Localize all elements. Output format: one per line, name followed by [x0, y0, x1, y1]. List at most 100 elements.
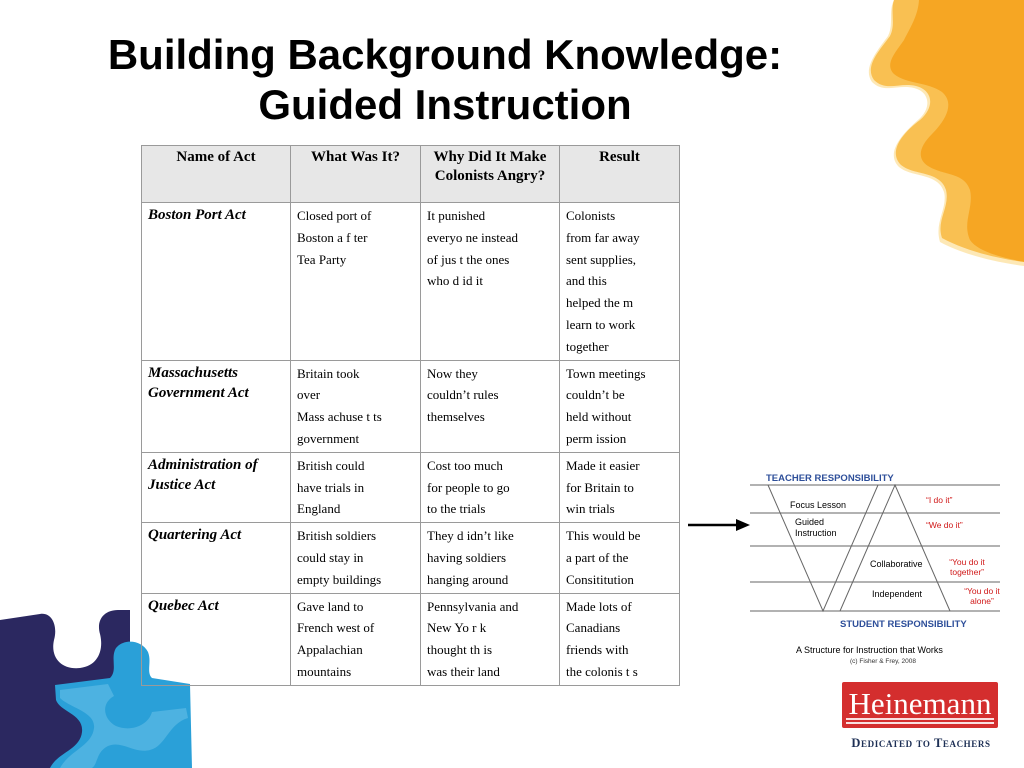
cell-line: helped the m [566, 295, 634, 311]
act-name: Administration of Justice Act [141, 451, 291, 524]
result-cell: Made lots of Canadians friends with the … [559, 592, 680, 686]
cell-line: could stay in [297, 549, 364, 565]
why-cell: They d idn’t like having soldiers hangin… [420, 522, 560, 594]
cell-line: French west of [297, 620, 375, 636]
logo-name: Heinemann [848, 686, 992, 721]
cell-line: to the trials [427, 501, 486, 517]
step-independent: Independent [872, 589, 923, 599]
logo-wordmark: Heinemann [842, 682, 998, 728]
arrow-right-icon [688, 519, 750, 531]
header-why-angry: Why Did It Make Colonists Angry? [420, 145, 560, 203]
cell-line: of jus t the ones [427, 251, 510, 267]
gradual-release-lines [750, 483, 1000, 613]
step-collaborative: Collaborative [870, 559, 923, 569]
what-cell: Closed port of Boston a f ter Tea Party [290, 202, 421, 361]
cell-line: Closed port of [297, 208, 372, 223]
what-cell: British soldiers could stay in empty bui… [290, 522, 421, 594]
act-name: Quartering Act [141, 522, 291, 594]
cell-line: win trials [566, 501, 615, 517]
cell-line: the colonis t s [566, 663, 638, 679]
cell-line: England [297, 501, 341, 517]
cell-line: Boston a f ter [297, 229, 368, 245]
student-responsibility-label: STUDENT RESPONSIBILITY [840, 619, 967, 630]
why-cell: Cost too much for people to go to the tr… [420, 451, 560, 524]
cell-line: Canadians [566, 620, 621, 636]
logo-stripe [846, 718, 994, 720]
what-cell: British could have trials in England [290, 451, 421, 524]
logo-stripe [846, 722, 994, 724]
cell-line: Appalachian [297, 642, 363, 658]
cell-line: a part of the [566, 549, 629, 565]
acts-table: Name of Act What Was It? Why Did It Make… [141, 145, 680, 686]
cell-line: having soldiers [427, 549, 507, 565]
table-header-row: Name of Act What Was It? Why Did It Make… [141, 145, 680, 203]
cell-line: Mass achuse t ts [297, 409, 382, 425]
title-line-1: Building Background Knowledge: [107, 31, 783, 78]
why-cell: Pennsylvania and New Yo r k thought th i… [420, 592, 560, 686]
diagram-caption: A Structure for Instruction that Works [796, 645, 943, 655]
cell-line: held without [566, 409, 632, 425]
why-cell: Now they couldn’t rules themselves [420, 359, 560, 453]
cell-line: Pennsylvania and [427, 598, 519, 614]
act-name: Massachusetts Government Act [141, 359, 291, 453]
blue-puzzle-piece-icon [0, 610, 192, 768]
cell-line: British soldiers [297, 528, 377, 544]
diagram-credit: (c) Fisher & Frey, 2008 [850, 658, 916, 665]
why-cell: It punished everyo ne instead of jus t t… [420, 202, 560, 361]
step-focus-lesson: Focus Lesson [790, 500, 847, 510]
what-cell: Britain took over Mass achuse t ts gover… [290, 359, 421, 453]
cell-line: They d idn’t like [427, 528, 514, 544]
slide-title: Building Background Knowledge: Guided In… [40, 30, 850, 130]
cell-line: everyo ne instead [427, 229, 518, 245]
cell-line: empty buildings [297, 571, 382, 587]
cell-line: Gave land to [297, 598, 364, 614]
cell-line: over [297, 387, 321, 403]
cell-line: couldn’t be [566, 387, 625, 403]
cell-line: who d id it [427, 273, 483, 289]
cell-line: Made lots of [566, 598, 632, 614]
cell-line: sent supplies, [566, 251, 637, 267]
teacher-responsibility-label: TEACHER RESPONSIBILITY [766, 473, 894, 484]
cell-line: This would be [566, 528, 641, 544]
cell-line: friends with [566, 642, 629, 658]
cell-line: couldn’t rules [427, 387, 499, 403]
result-cell: This would be a part of the Consititutio… [559, 522, 680, 594]
gradual-release-diagram: TEACHER RESPONSIBILITY Focus Lesson Guid… [750, 465, 1020, 670]
step-guided-instruction: Guided Instruction [795, 517, 837, 538]
cell-line: New Yo r k [427, 620, 487, 636]
logo-tagline: Dedicated to Teachers [851, 736, 991, 750]
cell-line: British could [297, 457, 365, 473]
cell-line: Consititution [566, 571, 634, 587]
cell-line: Colonists [566, 208, 616, 223]
result-cell: Colonists from far away sent supplies, a… [559, 202, 680, 361]
title-line-2: Guided Instruction [258, 81, 632, 128]
cell-line: have trials in [297, 479, 365, 495]
quote-we-do-it: “We do it” [926, 520, 963, 530]
cell-line: together [566, 338, 609, 354]
quote-you-do-it-alone: “You do it alone” [964, 586, 1000, 606]
table-row: Quebec Act Gave land to French west of A… [141, 592, 680, 686]
table-row: Boston Port Act Closed port of Boston a … [141, 202, 680, 361]
act-name: Quebec Act [141, 592, 291, 686]
quote-you-do-it-together: “You do it together” [949, 557, 985, 577]
cell-line: was their land [427, 663, 500, 679]
cell-line: and this [566, 273, 607, 289]
cell-line: Tea Party [297, 251, 347, 267]
cell-line: Now they [427, 365, 478, 381]
cell-line: mountains [297, 663, 352, 679]
cell-line: for Britain to [566, 479, 634, 495]
cell-line: hanging around [427, 571, 509, 587]
result-cell: Made it easier for Britain to win trials [559, 451, 680, 524]
cell-line: learn to work [566, 316, 636, 332]
cell-line: government [297, 430, 360, 446]
header-what-was-it: What Was It? [290, 145, 421, 203]
table-row: Quartering Act British soldiers could st… [141, 522, 680, 594]
cell-line: Britain took [297, 365, 360, 381]
orange-puzzle-piece-icon [868, 0, 1024, 266]
heinemann-logo: Heinemann Dedicated to Teachers [842, 682, 1000, 754]
result-cell: Town meetings couldn’t be held without p… [559, 359, 680, 453]
cell-line: Cost too much [427, 457, 503, 473]
quote-i-do-it: “I do it” [926, 495, 953, 505]
cell-line: Made it easier [566, 457, 640, 473]
